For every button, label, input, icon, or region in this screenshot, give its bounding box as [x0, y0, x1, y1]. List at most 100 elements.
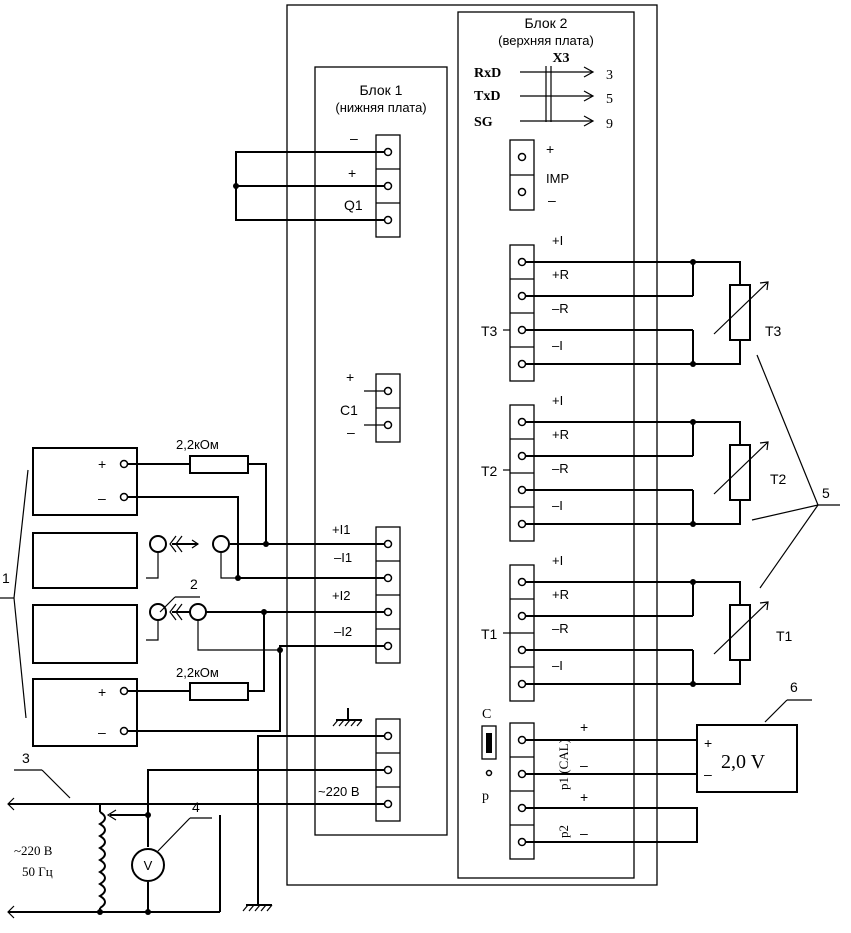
switch-label-p: p: [482, 789, 489, 804]
callout-6-leader: [764, 699, 812, 723]
current-terminal-block: [375, 526, 401, 664]
t1-block-name: T1: [481, 626, 498, 642]
block2-subtitle: (верхняя плата): [498, 33, 594, 48]
mains-frequency: 50 Гц: [22, 864, 53, 879]
x3-signal-rxd: RxD: [474, 66, 501, 81]
loop2-wiring: [128, 603, 384, 732]
callout-1: 1: [2, 570, 10, 586]
callout-2: 2: [190, 576, 198, 592]
callout-2-leader: [159, 596, 200, 613]
terminal-plus-i2: +I2: [332, 588, 350, 603]
resistor1-label: 2,2кОм: [176, 437, 219, 452]
ground-symbol-block1: [332, 708, 363, 727]
c1-plus-label: +: [346, 369, 354, 385]
terminal-minus-i2: –I2: [334, 624, 352, 639]
block1-outline: [314, 66, 448, 836]
imp-terminal-block: [509, 139, 535, 211]
t3-sensor-name: T3: [765, 323, 782, 339]
x3-signal-txd: TxD: [474, 89, 500, 104]
device4-plus: +: [98, 684, 106, 700]
t2-pin-plus-i: +I: [552, 393, 563, 408]
power-terminal-label: ~220 В: [318, 784, 360, 799]
device-pins: [119, 459, 129, 736]
t3-pin-plus-r: +R: [552, 267, 569, 282]
p1-cal-label: p1 (CAL): [556, 739, 571, 790]
imp-name: IMP: [546, 171, 569, 186]
x3-label: X3: [552, 51, 569, 66]
t2-sensor-name: T2: [770, 471, 787, 487]
callout-5-leader: [751, 354, 840, 589]
terminal-minus-i1: –I1: [334, 550, 352, 565]
source-minus-label: –: [704, 766, 712, 782]
mains-voltage: ~220 В: [14, 843, 53, 858]
t1-terminal-block: [503, 564, 535, 702]
block2-title: Блок 2: [525, 15, 568, 31]
callout-6: 6: [790, 679, 798, 695]
housing-outline: [286, 4, 658, 886]
c1-name: C1: [340, 402, 358, 418]
block1-subtitle: (нижняя плата): [335, 100, 426, 115]
q1-jumper: [233, 151, 384, 221]
t3-pin-minus-i: –I: [552, 338, 563, 353]
q1-plus-label: +: [348, 165, 356, 181]
terminal-plus-i1: +I1: [332, 522, 350, 537]
calibration-wiring: [525, 739, 698, 843]
imp-plus-label: +: [546, 141, 554, 157]
x3-pin-3: 3: [606, 68, 613, 83]
device-boxes: [32, 447, 138, 747]
callout-4: 4: [192, 799, 200, 815]
t1-sensor-name: T1: [776, 628, 793, 644]
reference-source-value: 2,0 V: [721, 751, 766, 773]
p2-minus-label: –: [580, 825, 588, 841]
t2-sensor-wiring: [525, 419, 769, 527]
q1-minus-label: –: [350, 130, 358, 146]
q1-name: Q1: [344, 197, 363, 213]
t1-sensor-wiring: [525, 579, 769, 687]
device4-minus: –: [98, 724, 106, 740]
block1-title: Блок 1: [360, 82, 403, 98]
t3-sensor-wiring: [525, 259, 769, 367]
x3-pin-9: 9: [606, 117, 613, 132]
transformer-coil: [97, 804, 106, 915]
source-plus-label: +: [704, 735, 712, 751]
x3-signal-sg: SG: [474, 115, 493, 130]
voltmeter-label: V: [144, 858, 153, 873]
t3-block-name: T3: [481, 323, 498, 339]
t1-pin-plus-r: +R: [552, 587, 569, 602]
switch-label-c: C: [482, 707, 491, 722]
t3-pin-minus-r: –R: [552, 301, 569, 316]
callout-3: 3: [22, 750, 30, 766]
p-terminal-block: [509, 722, 535, 860]
voltmeter-symbol: [131, 848, 165, 882]
mains-wiring: [7, 735, 384, 919]
x3-lines: [520, 66, 595, 127]
t1-pin-minus-r: –R: [552, 621, 569, 636]
p2-plus-label: +: [580, 789, 588, 805]
block2-outline: [457, 11, 635, 879]
t2-pin-minus-r: –R: [552, 461, 569, 476]
device1-plus: +: [98, 456, 106, 472]
c1-terminal-block: [364, 373, 401, 443]
callout-1-leader: [0, 469, 29, 719]
p1-minus-label: –: [580, 757, 588, 773]
t3-pin-plus-i: +I: [552, 233, 563, 248]
t3-terminal-block: [503, 244, 535, 382]
t2-block-name: T2: [481, 463, 498, 479]
callout-4-leader: [157, 817, 212, 852]
p2-label: p2: [556, 825, 571, 838]
resistor2-label: 2,2кОм: [176, 665, 219, 680]
t2-pin-minus-i: –I: [552, 498, 563, 513]
callout-5: 5: [822, 485, 830, 501]
device1-minus: –: [98, 490, 106, 506]
c1-minus-label: –: [347, 424, 355, 440]
t2-pin-plus-r: +R: [552, 427, 569, 442]
x3-pin-5: 5: [606, 92, 613, 107]
callout-3-leader: [14, 769, 71, 799]
t2-terminal-block: [503, 404, 535, 542]
imp-minus-label: –: [548, 192, 556, 208]
reference-source-box: [696, 724, 798, 793]
calibration-switch: [481, 725, 497, 777]
t1-pin-minus-i: –I: [552, 658, 563, 673]
